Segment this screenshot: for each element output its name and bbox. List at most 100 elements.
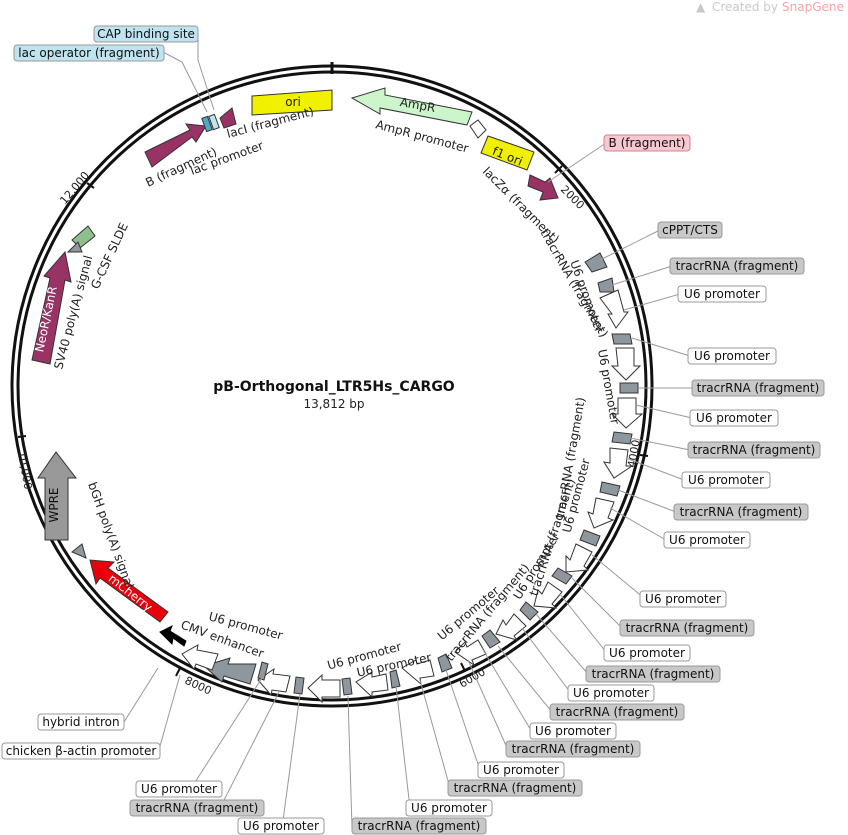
leader-5 bbox=[635, 404, 693, 419]
callouts: CAP binding site lac operator (fragment)… bbox=[1, 25, 825, 835]
leader-18 bbox=[445, 669, 481, 771]
tick-mark-2000 bbox=[554, 165, 563, 174]
snapgene-logo-icon: ▲ bbox=[696, 0, 706, 14]
callout-text: CAP binding site bbox=[97, 27, 195, 41]
leader-23 bbox=[219, 689, 281, 809]
callout-tracrrna-9[interactable]: tracrRNA (fragment) bbox=[447, 779, 583, 797]
callout-text: tracrRNA (fragment) bbox=[680, 505, 803, 519]
callout-text: U6 promoter bbox=[669, 533, 745, 547]
callout-text: chicken β-actin promoter bbox=[6, 744, 157, 758]
callout-box bbox=[93, 25, 199, 43]
callout-tracrrna-10[interactable]: tracrRNA (fragment) bbox=[351, 817, 487, 835]
backbone bbox=[10, 62, 654, 708]
callout-u6-2[interactable]: U6 promoter bbox=[687, 347, 777, 365]
callout-cppt-cts[interactable]: cPPT/CTS bbox=[657, 221, 723, 239]
ori-arrow bbox=[251, 89, 333, 116]
callout-tracrrna-2[interactable]: tracrRNA (fragment) bbox=[691, 379, 825, 397]
callout-hybrid-intron[interactable]: hybrid intron bbox=[37, 713, 125, 731]
callout-box bbox=[477, 761, 565, 779]
credit-brand: SnapGene bbox=[782, 0, 844, 14]
callout-text: U6 promoter bbox=[688, 473, 764, 487]
callout-box bbox=[673, 503, 809, 521]
callout-text: tracrRNA (fragment) bbox=[676, 259, 799, 273]
callout-tracrrna-8[interactable]: tracrRNA (fragment) bbox=[505, 740, 641, 758]
neor-kanr-arrow bbox=[31, 250, 72, 365]
tick-mark-8000 bbox=[175, 667, 181, 677]
feature-wpre[interactable]: WPRE bbox=[37, 451, 78, 541]
callout-text: tracrRNA (fragment) bbox=[697, 381, 820, 395]
leader-b-fragment bbox=[547, 142, 607, 183]
callout-text: cPPT/CTS bbox=[662, 223, 718, 237]
leader-lac-operator bbox=[162, 51, 208, 113]
u6-promoter-arrow-13 bbox=[257, 667, 291, 697]
tracrrna-arrow-2 bbox=[611, 333, 633, 345]
callout-chicken-beta-actin[interactable]: chicken β-actin promoter bbox=[1, 742, 161, 760]
u6-promoter-arrow-3 bbox=[610, 397, 644, 429]
callout-leaders bbox=[123, 35, 694, 829]
callout-u6-9[interactable]: U6 promoter bbox=[529, 722, 617, 740]
wpre-arrow bbox=[37, 451, 78, 541]
inner-label-gcsf: G-CSF SLDE bbox=[88, 221, 131, 292]
callout-text: lac operator (fragment) bbox=[18, 46, 159, 60]
callout-u6-6[interactable]: U6 promoter bbox=[639, 590, 727, 608]
callout-text: tracrRNA (fragment) bbox=[693, 443, 816, 457]
leader-9 bbox=[609, 507, 667, 541]
callout-box bbox=[529, 722, 617, 740]
callout-box bbox=[639, 590, 727, 608]
snapgene-credit: ▲ Created by SnapGene bbox=[696, 0, 844, 14]
callout-u6-5[interactable]: U6 promoter bbox=[663, 531, 751, 549]
feature-ampr[interactable]: AmpR bbox=[350, 87, 473, 126]
callout-box bbox=[689, 409, 779, 427]
u6-promoter-arrow-1 bbox=[599, 289, 629, 329]
leader-11 bbox=[571, 577, 623, 629]
leader-25 bbox=[159, 674, 181, 747]
callout-lac-operator[interactable]: lac operator (fragment) bbox=[13, 44, 165, 62]
callout-u6-12[interactable]: U6 promoter bbox=[237, 817, 325, 835]
callout-cap-binding-site[interactable]: CAP binding site bbox=[93, 25, 199, 43]
tracrrna-arrow-14 bbox=[257, 661, 269, 681]
callout-u6-10[interactable]: U6 promoter bbox=[477, 761, 565, 779]
callout-tracrrna-6[interactable]: tracrRNA (fragment) bbox=[585, 665, 721, 683]
callout-u6-4[interactable]: U6 promoter bbox=[681, 471, 771, 489]
callout-u6-3[interactable]: U6 promoter bbox=[689, 409, 779, 427]
callout-text: U6 promoter bbox=[243, 819, 319, 833]
tracrrna-arrow-10 bbox=[437, 653, 453, 673]
callout-box bbox=[619, 619, 755, 637]
callout-u6-1[interactable]: U6 promoter bbox=[677, 285, 767, 303]
u6-tracr-cassettes bbox=[181, 252, 644, 704]
callout-tracrrna-7[interactable]: tracrRNA (fragment) bbox=[549, 703, 685, 721]
callout-box bbox=[663, 531, 751, 549]
callout-tracrrna-1[interactable]: tracrRNA (fragment) bbox=[669, 257, 805, 275]
tracrrna-arrow-11 bbox=[389, 669, 401, 689]
leader-6 bbox=[629, 437, 691, 451]
callout-u6-7[interactable]: U6 promoter bbox=[603, 644, 691, 662]
callout-tracrrna-5[interactable]: tracrRNA (fragment) bbox=[619, 619, 755, 637]
tracrrna-arrow-7 bbox=[551, 567, 573, 585]
callout-tracrrna-4[interactable]: tracrRNA (fragment) bbox=[673, 503, 809, 521]
sv40-polya-arrow bbox=[66, 241, 83, 253]
leader-2 bbox=[623, 293, 681, 311]
callout-u6-13[interactable]: U6 promoter bbox=[135, 780, 223, 798]
callout-text: U6 promoter bbox=[696, 411, 772, 425]
callout-text: B (fragment) bbox=[609, 136, 686, 150]
laci-fragment-arrow bbox=[219, 107, 237, 129]
feature-ori[interactable]: ori bbox=[251, 89, 333, 116]
callout-tracrrna-3[interactable]: tracrRNA (fragment) bbox=[687, 441, 821, 459]
callout-text: U6 promoter bbox=[573, 686, 649, 700]
callout-text: U6 promoter bbox=[684, 287, 760, 301]
callout-text: tracrRNA (fragment) bbox=[454, 781, 577, 795]
u6-promoter-arrow-2 bbox=[610, 347, 642, 381]
callout-b-fragment[interactable]: B (fragment) bbox=[603, 134, 691, 152]
callout-text: hybrid intron bbox=[42, 715, 119, 729]
tracrrna-arrow-15 bbox=[203, 657, 257, 685]
credit-prefix: Created by bbox=[712, 0, 778, 14]
callout-text: tracrRNA (fragment) bbox=[136, 801, 259, 815]
callout-tracrrna-11[interactable]: tracrRNA (fragment) bbox=[129, 799, 265, 817]
callout-box bbox=[681, 471, 771, 489]
u6-promoter-arrow-14 bbox=[181, 644, 219, 671]
tracrrna-arrow-4 bbox=[611, 431, 633, 445]
callout-u6-8[interactable]: U6 promoter bbox=[567, 684, 655, 702]
callout-u6-11[interactable]: U6 promoter bbox=[405, 799, 493, 817]
cmv-enhancer-arrow bbox=[159, 624, 187, 647]
wpre-label: WPRE bbox=[47, 487, 61, 522]
